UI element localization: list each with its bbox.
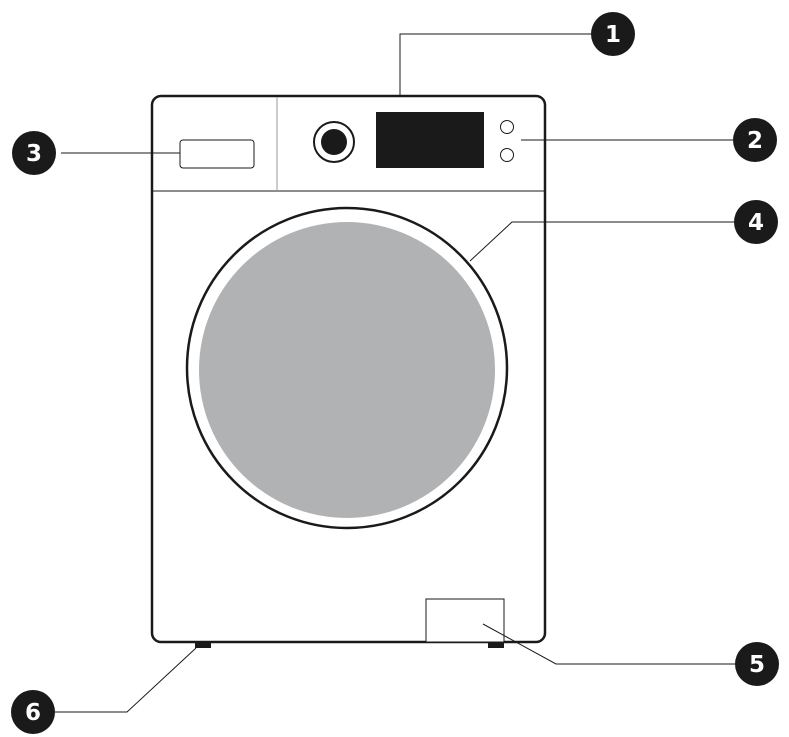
leader-line-1 — [399, 33, 591, 96]
leader-line-4 — [469, 221, 734, 262]
callout-badge-2: 2 — [733, 118, 777, 162]
leader-line-5 — [482, 623, 735, 665]
washing-machine — [150, 94, 547, 648]
callout-badge-3: 3 — [12, 131, 56, 175]
display-screen — [376, 112, 484, 168]
program-knob — [313, 121, 355, 163]
control-button-top — [500, 120, 514, 134]
callout-badge-4: 4 — [734, 200, 778, 244]
foot-right — [488, 642, 504, 648]
callout-badge-1: 1 — [591, 12, 635, 56]
callout-number-1: 1 — [605, 22, 621, 48]
leader-line-6 — [55, 647, 197, 713]
leader-lines — [55, 33, 735, 713]
callout-number-4: 4 — [748, 210, 764, 236]
door-glass-drum — [199, 222, 495, 518]
callout-badge-6: 6 — [11, 690, 55, 734]
callout-number-2: 2 — [747, 128, 763, 154]
callout-number-6: 6 — [25, 700, 41, 726]
callout-badges: 1 2 3 4 5 6 — [11, 12, 779, 734]
filter-cover — [425, 598, 505, 643]
callout-badge-5: 5 — [735, 642, 779, 686]
callout-number-5: 5 — [749, 652, 765, 678]
detergent-drawer — [179, 139, 255, 169]
door — [185, 206, 509, 530]
control-button-bottom — [500, 148, 514, 162]
foot-left — [195, 642, 211, 648]
callout-number-3: 3 — [26, 141, 42, 167]
